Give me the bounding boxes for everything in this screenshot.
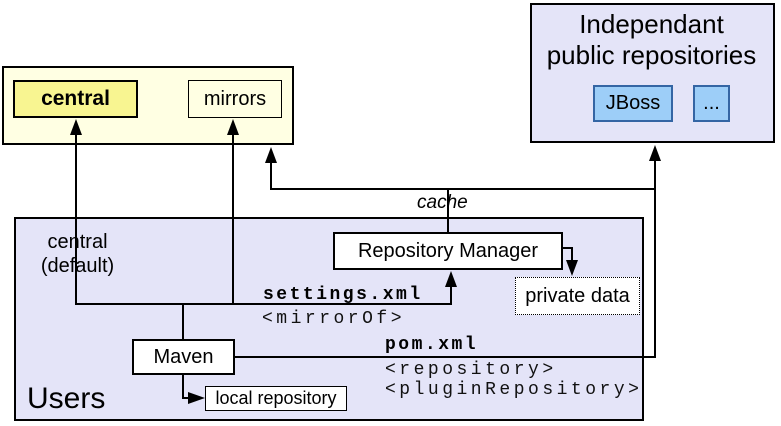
repo-manager-to-private-data-hook-h xyxy=(561,247,573,249)
ellipsis-node-label: ... xyxy=(703,92,720,114)
pom-xml-annotation: pom.xml xyxy=(385,335,479,355)
local-repository-label: local repository xyxy=(215,388,337,408)
arrow-right-into-local-repository-icon xyxy=(188,392,205,404)
private-data-node: private data xyxy=(515,277,640,315)
repo-manager-to-private-data-hook-v xyxy=(571,247,573,262)
central-default-line2: (default) xyxy=(40,255,115,277)
arrow-up-into-yellow-group-icon xyxy=(265,147,277,163)
arrow-up-into-independent-repos-icon xyxy=(649,145,661,161)
arrow-down-into-private-data-icon xyxy=(566,260,578,276)
repository-tag-annotation: <repository> xyxy=(385,360,557,380)
arrow-up-into-mirrors-icon xyxy=(227,119,239,135)
central-node: central xyxy=(13,80,138,118)
repo-manager-to-cache-stem xyxy=(447,188,449,232)
cache-horizontal-line xyxy=(270,188,656,190)
maven-to-local-repo-stem-h xyxy=(182,397,190,399)
maven-node: Maven xyxy=(132,339,235,375)
independent-repos-title: Independant public repositories xyxy=(530,9,773,71)
connector-central-to-settings-line xyxy=(75,133,77,304)
connector-mirrors-to-settings-line xyxy=(232,133,234,304)
independent-repos-title-line1: Independant xyxy=(579,9,724,39)
settings-xml-annotation: settings.xml xyxy=(263,285,423,305)
independent-repos-title-line2: public repositories xyxy=(546,40,757,70)
local-repository-node: local repository xyxy=(205,386,347,411)
cache-to-yellow-group-stem xyxy=(270,161,272,189)
central-default-label: central (default) xyxy=(30,230,125,278)
mirror-of-annotation: <mirrorOf> xyxy=(262,309,406,329)
mirrors-node: mirrors xyxy=(188,80,282,118)
repository-manager-label: Repository Manager xyxy=(357,239,539,262)
settings-to-repo-manager-stem xyxy=(450,285,452,305)
repository-manager-node: Repository Manager xyxy=(333,232,563,270)
arrow-up-into-repository-manager-icon xyxy=(445,271,457,287)
jboss-node: JBoss xyxy=(593,85,673,122)
users-group-label: Users xyxy=(27,382,106,415)
settings-horizontal-line xyxy=(75,303,452,305)
mirrors-node-label: mirrors xyxy=(203,87,267,110)
settings-to-maven-stem xyxy=(182,303,184,339)
central-default-line1: central xyxy=(47,231,108,253)
cache-annotation: cache xyxy=(417,192,468,213)
maven-node-label: Maven xyxy=(153,345,214,368)
central-node-label: central xyxy=(41,87,110,110)
pom-horizontal-line xyxy=(235,356,656,358)
ellipsis-node: ... xyxy=(693,85,730,122)
private-data-label: private data xyxy=(525,284,630,307)
arrow-up-into-central-icon xyxy=(70,119,82,135)
maven-to-local-repo-stem-v xyxy=(182,375,184,399)
pom-to-independent-repos-line xyxy=(654,159,656,358)
jboss-node-label: JBoss xyxy=(605,92,661,114)
plugin-repository-tag-annotation: <pluginRepository> xyxy=(385,380,643,400)
